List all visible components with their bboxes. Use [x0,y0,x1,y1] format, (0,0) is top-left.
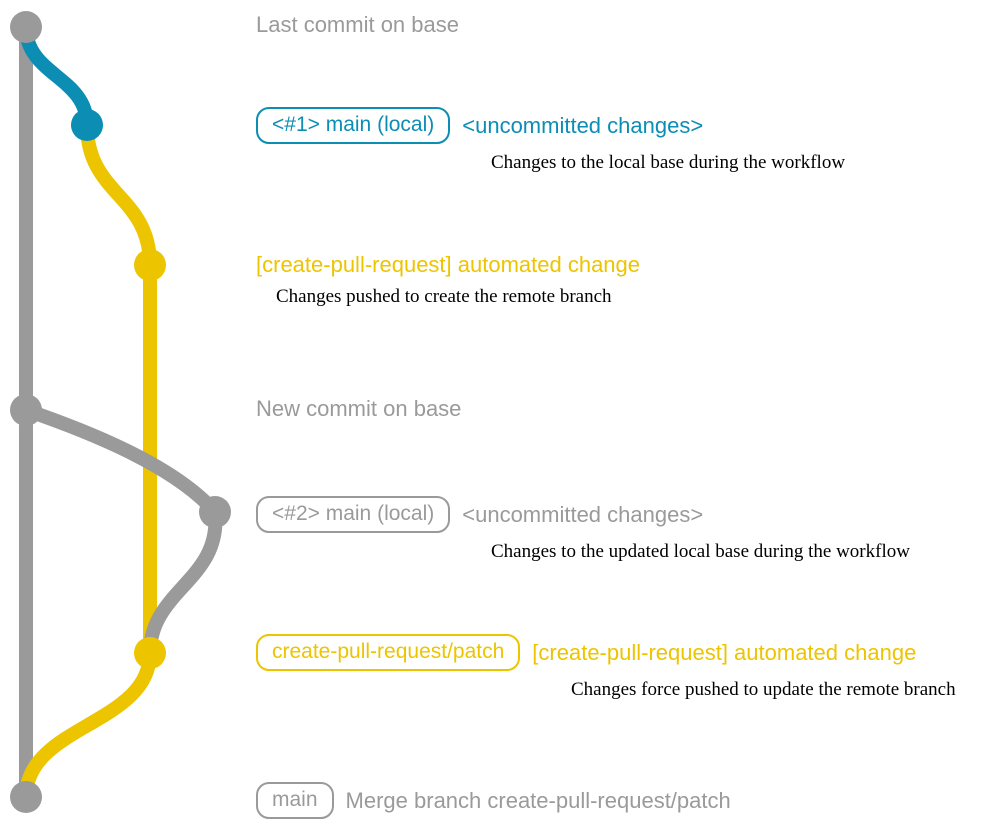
commit-tagline: main Merge branch create-pull-request/pa… [256,782,731,819]
edge-base-to-local1 [19,20,94,132]
commit-description: Changes to the local base during the wor… [491,152,846,173]
edge-local2-to-patch2 [143,505,223,660]
commit-node-patch-2[interactable] [134,637,166,669]
edge-patch2-to-merge [19,646,157,804]
commit-tagline: create-pull-request/patch [create-pull-r… [256,634,956,671]
branch-tag-create-pull-request-patch[interactable]: create-pull-request/patch [256,634,521,671]
commit-entry-local-1: <#1> main (local) <uncommitted changes> … [256,107,845,174]
commit-entry-patch-1: [create-pull-request] automated change C… [256,252,640,308]
commit-entry-last-commit-on-base: Last commit on base [256,12,459,38]
commit-node-local-2[interactable] [199,496,231,528]
commit-entry-new-commit-on-base: New commit on base [256,396,461,422]
commit-entry-patch-2: create-pull-request/patch [create-pull-r… [256,634,956,701]
commit-node-local-1[interactable] [71,109,103,141]
commit-entry-merge: main Merge branch create-pull-request/pa… [256,782,731,819]
commit-tagline: <#1> main (local) <uncommitted changes> [256,107,845,144]
commit-tagline: <#2> main (local) <uncommitted changes> [256,496,910,533]
commit-title: New commit on base [256,396,462,421]
commit-node-base-merge[interactable] [10,781,42,813]
branch-tag-main[interactable]: main [256,782,334,819]
commit-title: Last commit on base [256,12,459,37]
commit-title: [create-pull-request] automated change [532,639,917,665]
edge-local1-to-patch1 [80,118,157,272]
commit-title: <uncommitted changes> [462,112,704,138]
commit-title: <uncommitted changes> [462,501,704,527]
commit-node-base-last[interactable] [10,11,42,43]
commit-entry-local-2: <#2> main (local) <uncommitted changes> … [256,496,910,563]
commit-description: Changes pushed to create the remote bran… [276,286,612,307]
branch-tag-main-local-2[interactable]: <#2> main (local) [256,496,451,533]
commit-node-base-new[interactable] [10,394,42,426]
branch-graph-canvas [10,11,231,813]
commit-description: Changes force pushed to update the remot… [571,679,956,700]
commit-title: [create-pull-request] automated change [256,252,641,277]
commit-title: Merge branch create-pull-request/patch [345,787,731,813]
edge-basenew-to-local2 [19,403,222,519]
commit-description: Changes to the updated local base during… [491,541,910,562]
commit-node-patch-1[interactable] [134,249,166,281]
branch-tag-main-local-1[interactable]: <#1> main (local) [256,107,451,144]
